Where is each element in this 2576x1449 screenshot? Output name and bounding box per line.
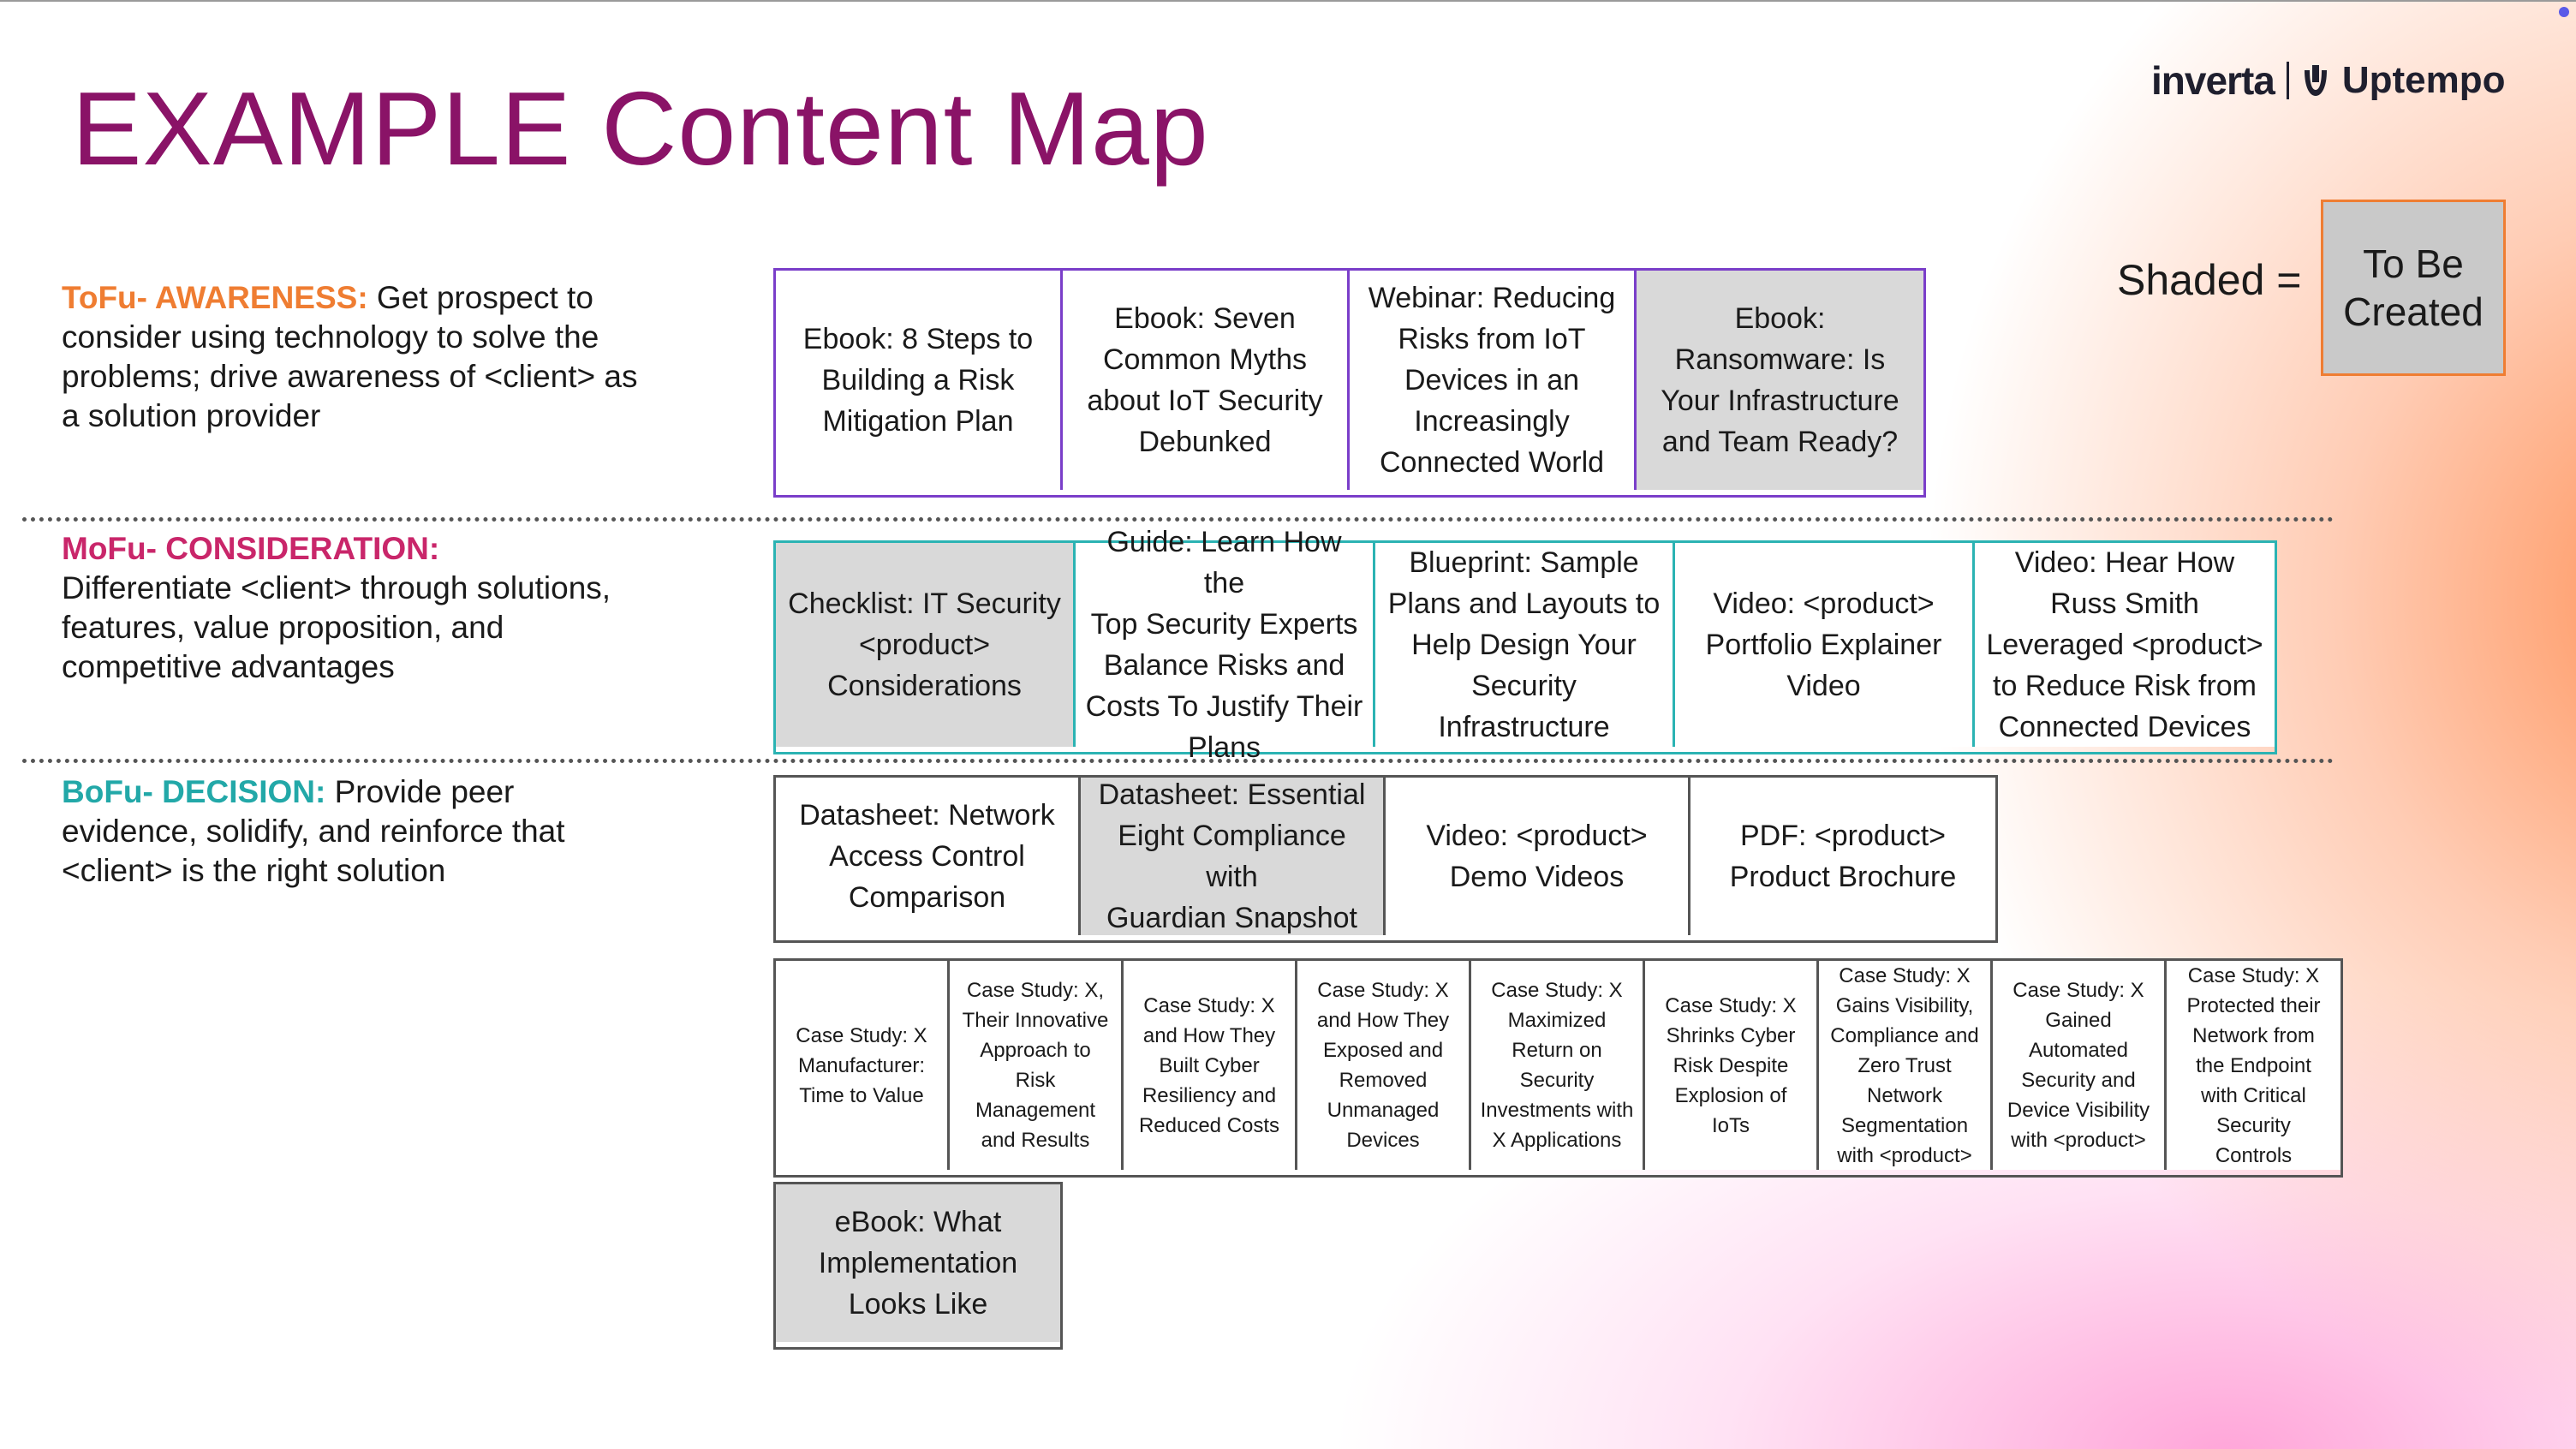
tofu-description: ToFu- AWARENESS: Get prospect to conside… bbox=[62, 278, 644, 436]
bofu-row-ebook: eBook: What Implementation Looks Like bbox=[773, 1182, 1063, 1350]
content-item: Case Study: X Protected their Network fr… bbox=[2167, 961, 2340, 1170]
content-item: Case Study: X Gained Automated Security … bbox=[1993, 961, 2167, 1170]
inverta-logo: inverta bbox=[2151, 58, 2275, 103]
content-item: Case Study: X Shrinks Cyber Risk Despite… bbox=[1645, 961, 1819, 1170]
content-item: Video: <product> Demo Videos bbox=[1386, 778, 1690, 935]
content-item: Datasheet: Essential Eight Compliance wi… bbox=[1081, 778, 1386, 935]
content-item: Case Study: X Maximized Return on Securi… bbox=[1471, 961, 1645, 1170]
legend-label: Shaded = bbox=[2117, 256, 2302, 304]
content-item: Video: <product> Portfolio Explainer Vid… bbox=[1675, 543, 1975, 747]
mofu-label: MoFu- CONSIDERATION: bbox=[62, 531, 440, 566]
uptempo-logo-text: Uptempo bbox=[2341, 59, 2506, 101]
content-item: Case Study: X and How They Built Cyber R… bbox=[1124, 961, 1297, 1170]
logo-divider bbox=[2286, 62, 2289, 99]
content-item: Guide: Learn How the Top Security Expert… bbox=[1076, 526, 1375, 764]
tofu-label: ToFu- AWARENESS: bbox=[62, 280, 368, 315]
content-item: Case Study: X and How They Exposed and R… bbox=[1297, 961, 1471, 1170]
mofu-description: MoFu- CONSIDERATION: Differentiate <clien… bbox=[62, 529, 644, 687]
content-item: Ebook: Seven Common Myths about IoT Secu… bbox=[1063, 271, 1350, 490]
content-item: Case Study: X Gains Visibility, Complian… bbox=[1819, 961, 1993, 1170]
logo: inverta Uptempo bbox=[2151, 55, 2506, 106]
tofu-text: Get prospect to consider using technolog… bbox=[62, 280, 638, 433]
content-item: Video: Hear How Russ Smith Leveraged <pr… bbox=[1975, 543, 2275, 747]
bofu-row-datasheets: Datasheet: Network Access Control Compar… bbox=[773, 775, 1998, 943]
content-item: Webinar: Reducing Risks from IoT Devices… bbox=[1350, 271, 1637, 490]
mofu-text: Differentiate <client> through solutions… bbox=[62, 570, 611, 684]
mofu-row: Checklist: IT Security <product> Conside… bbox=[773, 526, 2277, 764]
bofu-description: BoFu- DECISION: Provide peer evidence, s… bbox=[62, 772, 644, 891]
content-item: Blueprint: Sample Plans and Layouts to H… bbox=[1375, 543, 1675, 747]
content-item: Datasheet: Network Access Control Compar… bbox=[776, 778, 1081, 935]
tofu-row: Ebook: 8 Steps to Building a Risk Mitiga… bbox=[773, 268, 1926, 498]
content-item: Ebook: 8 Steps to Building a Risk Mitiga… bbox=[776, 271, 1063, 490]
bofu-row-case-studies: Case Study: X Manufacturer: Time to Valu… bbox=[773, 958, 2343, 1178]
content-item: Ebook: Ransomware: Is Your Infrastructur… bbox=[1637, 271, 1923, 490]
corner-dot bbox=[2559, 7, 2569, 17]
content-item: Case Study: X Manufacturer: Time to Valu… bbox=[776, 961, 950, 1170]
separator-tofu-mofu bbox=[22, 517, 2334, 522]
separator-mofu-bofu bbox=[22, 759, 2334, 763]
top-border bbox=[0, 0, 2576, 2]
content-item: eBook: What Implementation Looks Like bbox=[776, 1184, 1060, 1342]
bofu-label: BoFu- DECISION: bbox=[62, 774, 326, 809]
page-title: EXAMPLE Content Map bbox=[72, 70, 1209, 187]
uptempo-logo-icon bbox=[2304, 65, 2327, 96]
content-item: Checklist: IT Security <product> Conside… bbox=[776, 543, 1076, 747]
content-item: Case Study: X, Their Innovative Approach… bbox=[950, 961, 1124, 1170]
bofu-text: Provide peer evidence, solidify, and rei… bbox=[62, 774, 565, 888]
content-item: PDF: <product> Product Brochure bbox=[1690, 778, 1995, 935]
legend-shaded-box: To Be Created bbox=[2321, 200, 2506, 376]
